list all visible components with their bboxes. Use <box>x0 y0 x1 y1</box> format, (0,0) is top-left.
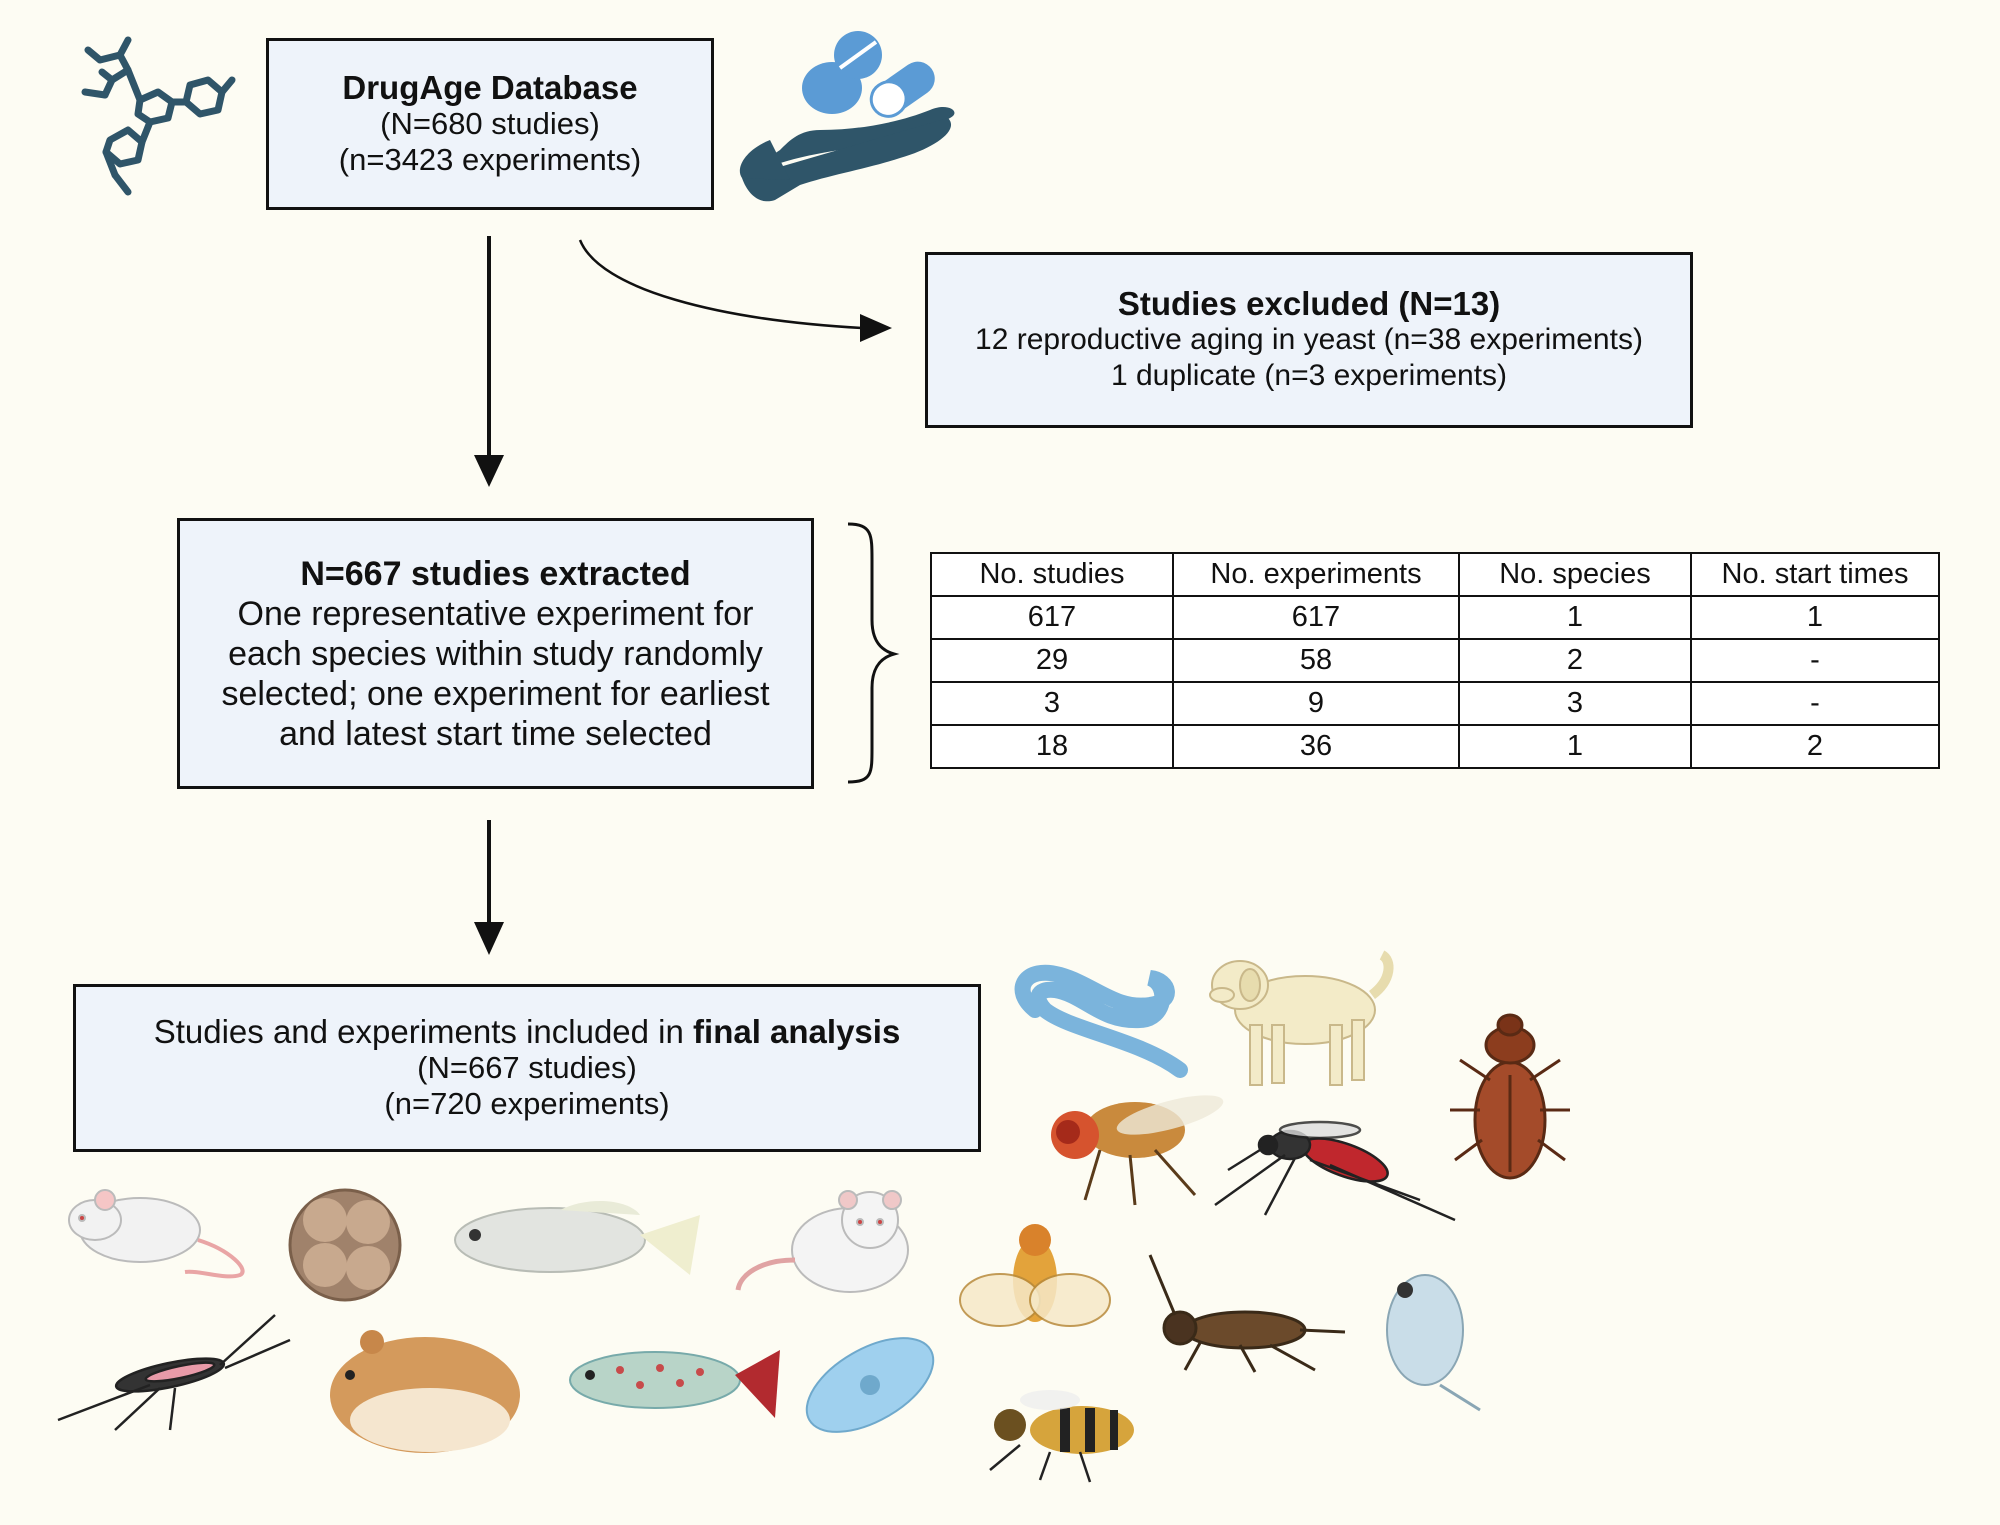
table-cell: 2 <box>1458 638 1692 683</box>
database-box: DrugAge Database (N=680 studies) (n=3423… <box>266 38 714 210</box>
table-header-cell: No. experiments <box>1172 552 1460 597</box>
beetle-icon <box>1450 1013 1570 1180</box>
final-emphasis: final analysis <box>693 1013 901 1050</box>
mouse-icon <box>68 1189 245 1279</box>
worm-icon <box>1014 964 1188 1078</box>
table-row: 29 58 2 - <box>930 638 1940 683</box>
table-header-cell: No. species <box>1458 552 1692 597</box>
excluded-box: Studies excluded (N=13) 12 reproductive … <box>925 252 1693 428</box>
excluded-title: Studies excluded (N=13) <box>1117 285 1501 322</box>
table-header-row: No. studies No. experiments No. species … <box>930 552 1940 597</box>
table-cell: 36 <box>1172 724 1460 769</box>
table-row: 3 9 3 - <box>930 681 1940 726</box>
table-cell: 18 <box>930 724 1174 769</box>
bracket <box>847 522 900 784</box>
molecule-icon <box>81 36 236 196</box>
bee-icon <box>989 1390 1134 1483</box>
excluded-line1: 12 reproductive aging in yeast (n=38 exp… <box>975 323 1643 356</box>
drug-hand-icon <box>739 31 955 202</box>
table-cell: 58 <box>1172 638 1460 683</box>
table-cell: 617 <box>930 595 1174 640</box>
table-cell: 1 <box>1690 595 1940 640</box>
database-experiments: (n=3423 experiments) <box>338 142 642 177</box>
rat-icon <box>735 1190 909 1293</box>
arrow-extract-to-final <box>474 820 504 955</box>
arrow-to-excluded <box>578 239 892 342</box>
table-row: 617 617 1 1 <box>930 595 1940 640</box>
table-cell: 617 <box>1172 595 1460 640</box>
arrow-db-to-extract <box>474 236 504 487</box>
final-studies: (N=667 studies) <box>417 1050 637 1085</box>
table-cell: 1 <box>1458 595 1692 640</box>
table-cell: 1 <box>1458 724 1692 769</box>
final-experiments: (n=720 experiments) <box>384 1086 670 1121</box>
database-title: DrugAge Database <box>342 69 638 106</box>
extracted-box: N=667 studies extracted One representati… <box>177 518 814 789</box>
guppy-icon <box>569 1350 780 1418</box>
table-header-cell: No. start times <box>1690 552 1940 597</box>
extracted-title: N=667 studies extracted <box>300 554 691 593</box>
embryo-icon <box>288 1188 402 1302</box>
table-cell: 2 <box>1690 724 1940 769</box>
killifish-icon <box>454 1200 700 1275</box>
excluded-line2: 1 duplicate (n=3 experiments) <box>1110 359 1508 392</box>
cricket-icon <box>1148 1254 1346 1373</box>
dog-icon <box>1209 950 1394 1086</box>
table-cell: 3 <box>930 681 1174 726</box>
final-title: Studies and experiments included in fina… <box>154 1014 901 1050</box>
mosquito-icon <box>1214 1120 1456 1222</box>
paramecium-icon <box>805 1337 935 1433</box>
final-prefix: Studies and experiments included in <box>153 1013 694 1050</box>
fruit-fly-icon <box>1051 1095 1224 1206</box>
table-cell: - <box>1690 638 1940 683</box>
counts-table: No. studies No. experiments No. species … <box>930 552 1940 769</box>
tephritid-fly-icon <box>959 1224 1111 1327</box>
final-box: Studies and experiments included in fina… <box>73 984 981 1152</box>
hamster-icon <box>330 1330 520 1453</box>
gnat-icon <box>57 1314 291 1431</box>
table-cell: 3 <box>1458 681 1692 726</box>
table-cell: 29 <box>930 638 1174 683</box>
extracted-body: One representative experiment for each s… <box>221 594 770 753</box>
table-row: 18 36 1 2 <box>930 724 1940 769</box>
table-header-cell: No. studies <box>930 552 1174 597</box>
database-studies: (N=680 studies) <box>380 106 600 141</box>
table-cell: - <box>1690 681 1940 726</box>
daphnia-icon <box>1386 1274 1481 1412</box>
table-cell: 9 <box>1172 681 1460 726</box>
